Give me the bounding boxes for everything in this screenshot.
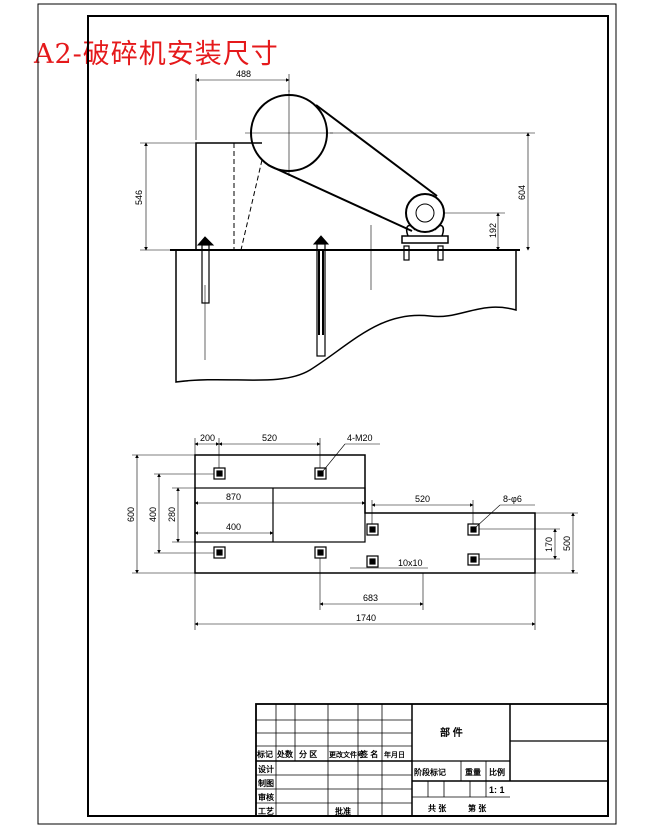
dim-280: 280: [167, 507, 177, 522]
tb-label-stage-mark: 阶段标记: [414, 767, 446, 777]
tb-label-scale: 比例: [489, 767, 505, 777]
tb-label-review: 审核: [258, 792, 274, 802]
title-block-part-name: 部 件: [440, 726, 463, 739]
tb-label-date: 年月日: [384, 750, 405, 759]
dim-520-right: 520: [415, 494, 430, 504]
pit-outline: [194, 487, 366, 543]
dim-683: 683: [363, 593, 378, 603]
dim-546: 546: [134, 190, 144, 205]
dim-400-pit: 400: [226, 522, 241, 532]
foundation-outline: [175, 249, 517, 383]
tb-label-change-doc: 更改文件号: [329, 750, 364, 759]
dim-870: 870: [226, 492, 241, 502]
dim-600: 600: [126, 507, 136, 522]
anchor-bolt: [403, 245, 410, 261]
belt-upper: [315, 104, 438, 197]
tb-scale-value: 1: 1: [489, 785, 505, 795]
tb-label-drawing: 制图: [258, 778, 274, 788]
drawing-title: A2-破碎机安装尺寸: [34, 39, 279, 70]
tb-sheet-no: 第 张: [468, 803, 487, 813]
tb-label-design: 设计: [258, 764, 274, 774]
bolt-spec-right: 8-φ6: [503, 494, 522, 504]
tb-label-approve: 批准: [335, 806, 351, 816]
dim-192: 192: [488, 223, 498, 238]
dim-604: 604: [517, 185, 527, 200]
dim-hole-size: 10x10: [398, 558, 423, 568]
tb-total-sheets: 共 张: [428, 803, 447, 813]
dim-520-top: 520: [262, 433, 277, 443]
belt-lower: [267, 164, 413, 232]
tb-label-process: 工艺: [258, 806, 274, 816]
dim-200: 200: [200, 433, 215, 443]
dim-400-left: 400: [148, 507, 158, 522]
dim-488: 488: [236, 69, 251, 79]
inner-frame: [87, 15, 609, 817]
bolt-spec-left: 4-M20: [347, 433, 373, 443]
dim-170: 170: [544, 537, 554, 552]
tb-label-sign: 签 名: [359, 749, 378, 759]
motor-pulley: [405, 193, 445, 233]
bolt-pockets: [213, 467, 480, 568]
plan-view: [132, 438, 578, 630]
elevation-view: [140, 74, 535, 383]
dim-500: 500: [562, 536, 572, 551]
outer-frame: [37, 3, 617, 825]
tb-label-weight: 重量: [465, 767, 481, 777]
title-block: [255, 703, 609, 817]
anchor-bolt: [201, 244, 210, 304]
tb-label-zone: 分 区: [299, 749, 317, 759]
anchor-bolt: [437, 245, 444, 261]
dim-1740: 1740: [356, 613, 376, 623]
tb-label-mark: 标记: [256, 749, 273, 759]
tb-label-count: 处数: [276, 749, 294, 759]
